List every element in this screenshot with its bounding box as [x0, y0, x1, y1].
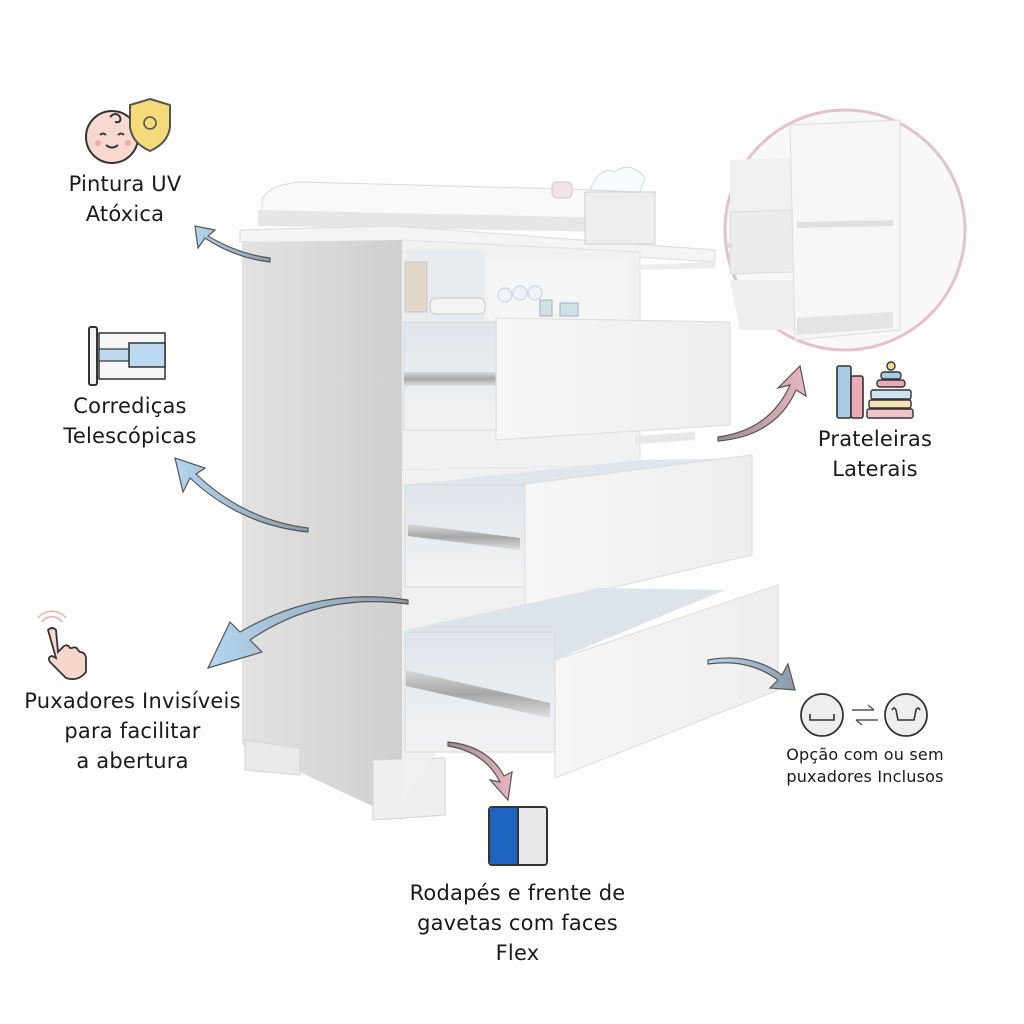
drawer-top — [403, 317, 731, 441]
feature-shelves-label: Prateleiras Laterais — [817, 427, 933, 481]
feature-pull-option-label: Opção com ou sem puxadores Inclusos — [786, 745, 944, 786]
arrow-pull — [707, 657, 796, 691]
touch-hand-icon — [36, 610, 87, 681]
telescopic-slide-icon — [88, 326, 166, 386]
arrow-handles — [206, 596, 409, 669]
feature-pull-option: Opção com ou sem puxadores Inclusos — [760, 690, 970, 788]
feature-uv-label: Pintura UV Atóxica — [68, 172, 182, 226]
arrow-flex — [447, 741, 513, 802]
arrow-slides — [174, 457, 309, 533]
shelf-items — [404, 166, 656, 317]
shelf-detail-circle — [723, 108, 967, 352]
arrow-shelves — [717, 364, 807, 442]
drawer-middle — [404, 454, 753, 609]
feature-uv-paint: Pintura UV Atóxica — [40, 95, 210, 229]
handle-swap-icon — [800, 693, 928, 737]
feature-shelves: Prateleiras Laterais — [800, 360, 950, 484]
feature-handles-label: Puxadores Invisíveis para facilitar a ab… — [24, 689, 241, 773]
feature-flex-label: Rodapés e frente de gavetas com faces Fl… — [409, 881, 626, 965]
arrow-uv — [194, 225, 271, 263]
color-swatch-icon — [487, 806, 548, 866]
books-stack-toy-icon — [836, 361, 914, 419]
swatch-white — [518, 808, 546, 864]
feature-slides-label: Corrediças Telescópicas — [63, 394, 197, 448]
feature-handles: Puxadores Invisíveis para facilitar a ab… — [10, 610, 255, 776]
side-panel — [242, 240, 402, 820]
feature-slides: Corrediças Telescópicas — [30, 325, 230, 451]
arrows — [174, 225, 807, 802]
feature-flex: Rodapés e frente de gavetas com faces Fl… — [380, 806, 655, 968]
drawer-bottom — [404, 584, 779, 779]
swatch-blue — [489, 808, 519, 864]
foot-left — [244, 739, 301, 776]
baby-shield-sun-icon — [85, 97, 171, 164]
